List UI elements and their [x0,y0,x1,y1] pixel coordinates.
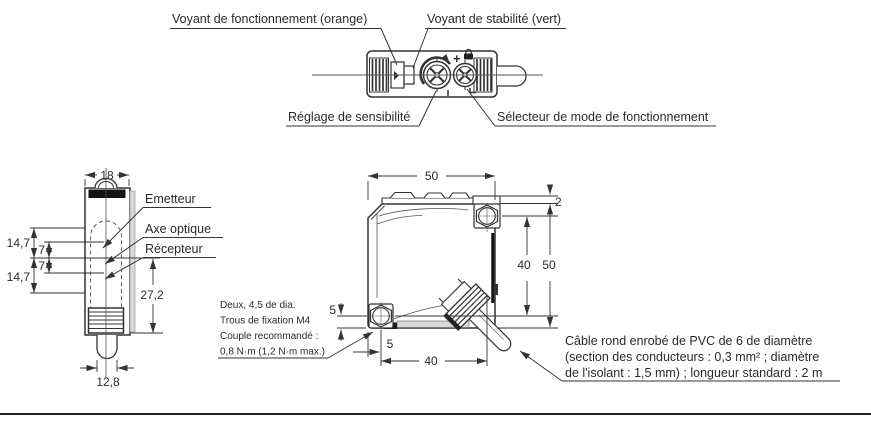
cable-note-line1: Câble rond enrobé de PVC de 6 de diamètr… [565,334,812,348]
mounting-note-line1: Deux, 4,5 de dia. [220,300,296,311]
mounting-note-line2: Trous de fixation M4 [220,316,311,327]
dim-hole-span-horizontal: 40 [424,354,438,368]
dim-hole-offset-horizontal: 5 [387,337,394,351]
cable-boss [438,278,512,352]
side-flange [129,190,136,333]
stability-indicator-label: Voyant de stabilité (vert) [427,12,561,26]
dim-emitter-to-axis: 7 [38,243,45,257]
plus-mark: + [453,51,461,66]
operation-indicator-label: Voyant de fonctionnement (orange) [172,12,367,26]
mounting-hole-bottom-left [367,302,395,330]
front-view-drawing [367,191,512,352]
side-cable [96,335,118,360]
dim-hole-offset-vertical: 5 [329,303,336,317]
mounting-note-line3: Couple recommandé : [220,331,318,342]
side-view-drawing [84,168,136,378]
dim-front-width: 50 [425,169,439,183]
cable-note-line3: de l'isolant : 1,5 mm) ; longueur standa… [565,366,822,380]
dim-hole-span-vertical: 40 [517,258,531,272]
dim-axis-to-bottom: 14,7 [7,270,31,284]
dim-cable-width: 12,8 [96,375,120,389]
adjust-arc-icon [419,54,452,85]
dim-height: 50 [542,258,556,272]
side-view-dimensions: 18 14,7 14,7 7 7 27,2 12,8 [7,169,164,390]
mode-selector-label: Sélecteur de mode de fonctionnement [497,110,709,124]
top-view-drawing [312,48,543,98]
top-band [88,189,126,198]
mounting-note-line4: 0,8 N·m (1,2 N·m max.) [220,347,325,358]
emitter-label: Emetteur [145,192,196,206]
receiver-label: Récepteur [145,242,203,256]
top-view-callouts: Voyant de fonctionnement (orange) Voyant… [170,12,716,127]
mounting-note: Deux, 4,5 de dia. Trous de fixation M4 C… [218,300,374,359]
dim-axis-to-base: 27,2 [140,288,164,302]
lock-icon [464,48,473,60]
cable-stub [497,65,527,87]
front-view-dimensions: 50 2 40 50 5 5 40 [329,169,562,368]
cable-note-line2: (section des conducteurs : 0,3 mm² ; dia… [565,350,819,364]
dim-axis-to-receiver: 7 [38,259,45,273]
dim-top-to-axis: 14,7 [7,236,31,250]
mounting-hole-top-right [473,203,501,232]
top-lip [472,195,501,205]
dim-lip: 2 [555,195,562,209]
sensitivity-adjuster-label: Réglage de sensibilité [288,110,410,124]
cable-note: Câble rond enrobé de PVC de 6 de diamètr… [519,334,840,382]
dim-side-width: 18 [100,169,114,183]
side-view-callouts: Emetteur Axe optique Récepteur [102,192,223,280]
front-cable [468,308,512,352]
optical-axis-label: Axe optique [145,222,211,236]
